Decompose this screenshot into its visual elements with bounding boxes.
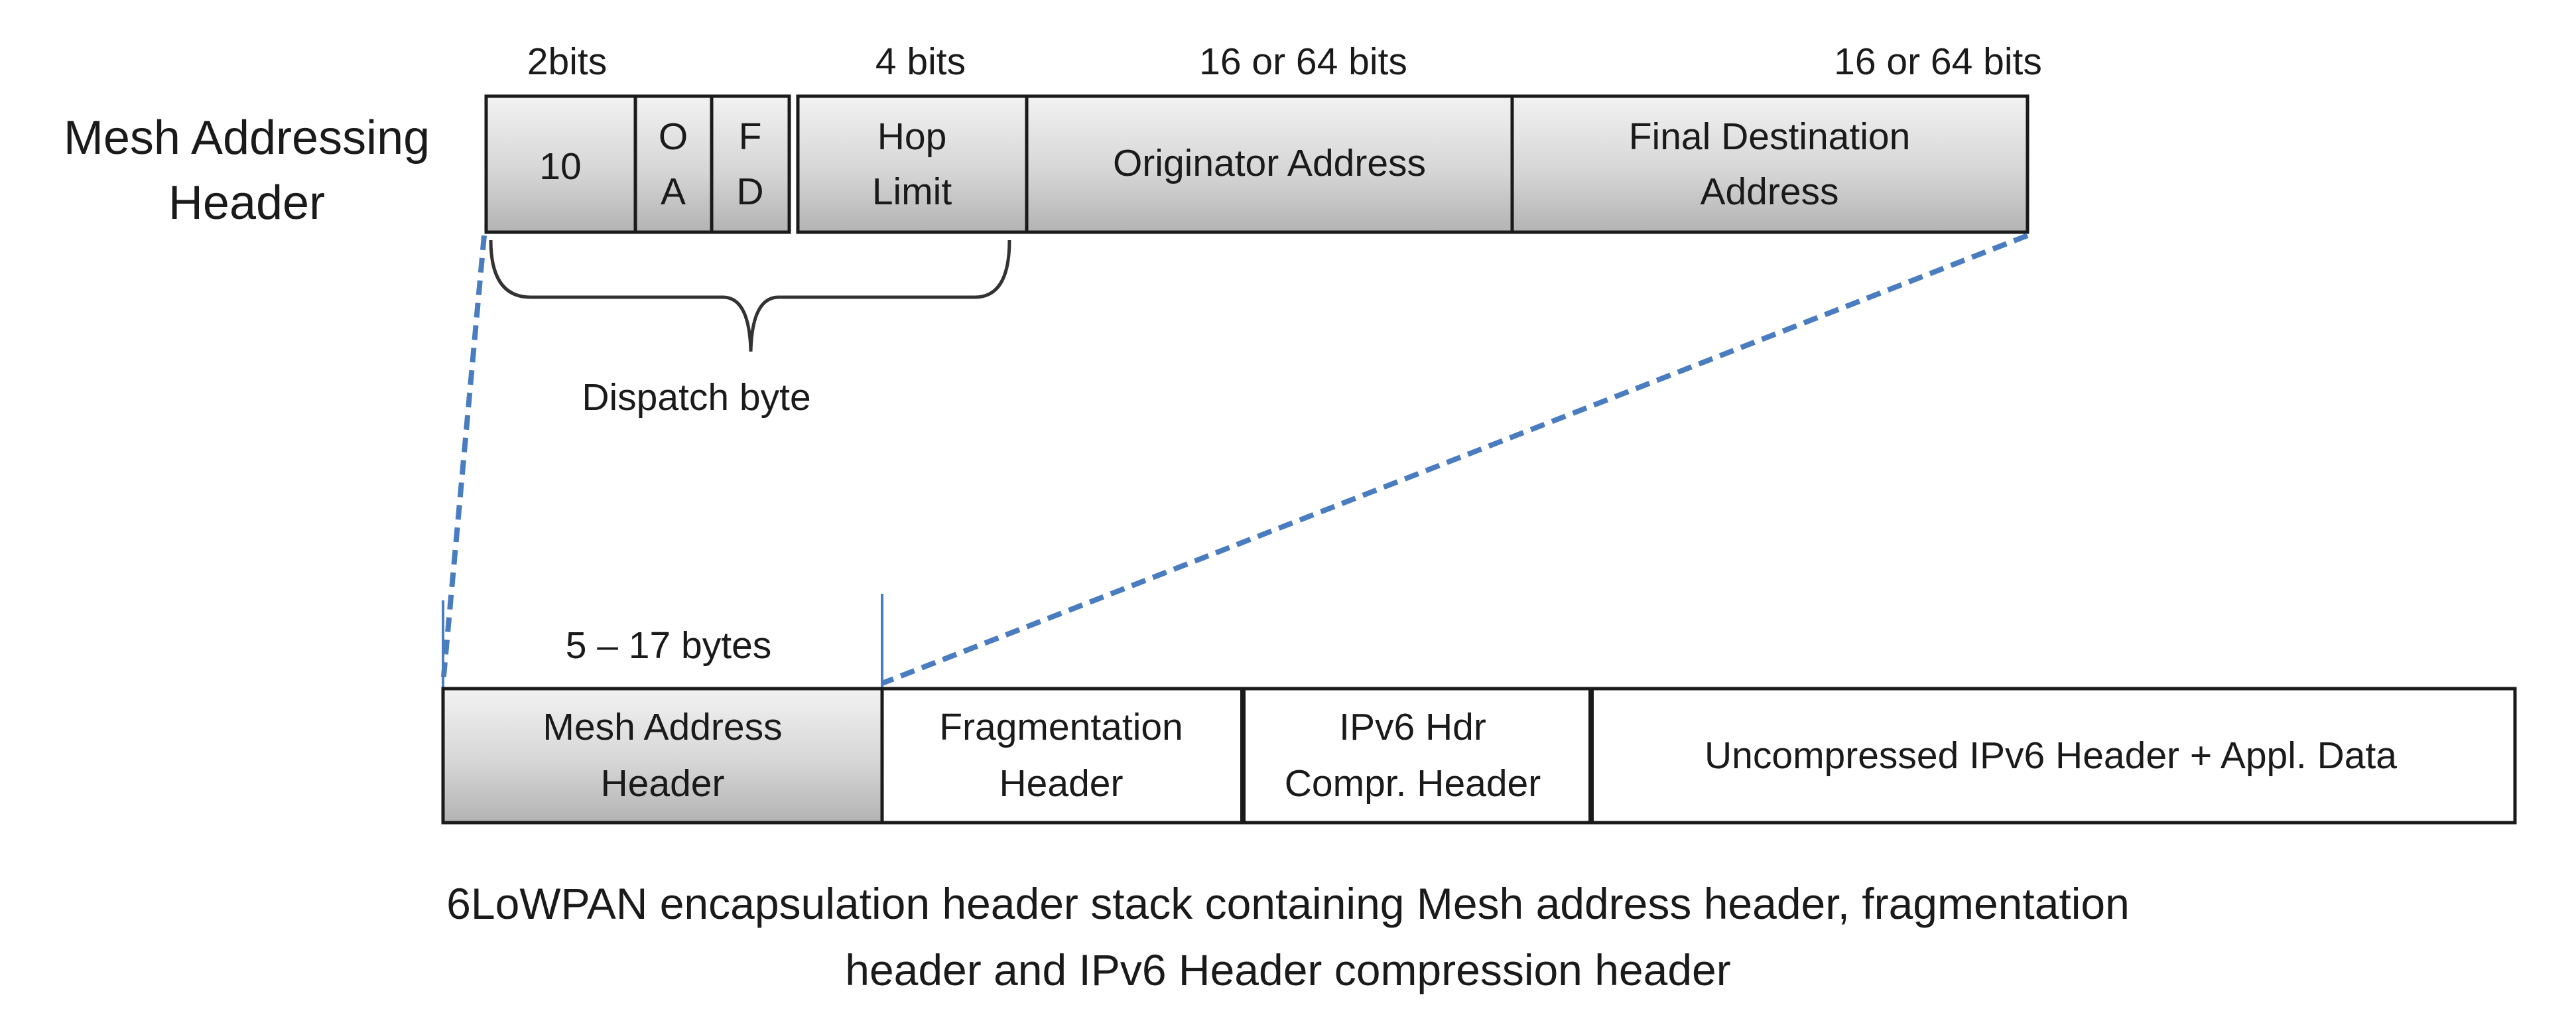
dispatch-byte-brace <box>489 239 1011 352</box>
mesh-header-title-line2: Header <box>168 176 325 230</box>
mesh-header-fields <box>484 94 2029 234</box>
stack-field-ipv6-hdr-line1: IPv6 Hdr <box>1339 706 1486 748</box>
stack-field-mesh-line2: Header <box>601 762 725 805</box>
field-final-dest <box>1510 94 2029 234</box>
stack-field-ipv6-hdr <box>1241 687 1593 825</box>
bits-label-dispatch: 2bits <box>527 40 607 83</box>
dispatch-byte-label: Dispatch byte <box>582 376 810 419</box>
stack-field-mesh-line1: Mesh Address <box>543 706 782 748</box>
field-hop-limit-line1: Hop <box>877 115 947 158</box>
stack-field-uncompressed-text: Uncompressed IPv6 Header + Appl. Data <box>1705 734 2397 777</box>
bits-label-originator: 16 or 64 bits <box>1199 40 1407 83</box>
field-dispatch-value <box>484 94 637 234</box>
stack-field-fragmentation-line2: Header <box>999 762 1124 805</box>
expansion-line-left <box>440 235 487 684</box>
field-originator <box>1025 94 1514 234</box>
field-originator-text: Originator Address <box>1113 142 1426 184</box>
field-final-dest-line2: Address <box>1700 170 1838 213</box>
field-o-flag-line2: A <box>661 170 686 213</box>
field-o-flag <box>633 94 714 234</box>
expansion-line-right <box>881 233 2029 686</box>
stack-fields <box>441 687 2517 825</box>
field-dispatch-value-text: 10 <box>539 145 581 188</box>
stack-field-fragmentation-line1: Fragmentation <box>939 706 1183 748</box>
bits-label-final-dest: 16 or 64 bits <box>1834 40 2042 83</box>
field-hop-limit-line2: Limit <box>872 170 952 213</box>
bits-label-hop-limit: 4 bits <box>875 40 966 83</box>
field-f-flag-line2: D <box>736 170 763 213</box>
stack-field-ipv6-hdr-line2: Compr. Header <box>1285 762 1541 805</box>
caption-line1: 6LoWPAN encapsulation header stack conta… <box>446 879 2130 928</box>
field-f-flag-line1: F <box>739 115 762 158</box>
field-final-dest-line1: Final Destination <box>1629 115 1911 158</box>
stack-field-uncompressed <box>1589 687 2517 825</box>
stack-field-mesh <box>441 687 884 825</box>
mesh-header-title-line1: Mesh Addressing <box>64 111 430 165</box>
field-f-flag <box>710 94 791 234</box>
caption-line2: header and IPv6 Header compression heade… <box>845 945 1731 994</box>
stack-field-fragmentation <box>880 687 1245 825</box>
stack-size-label: 5 – 17 bytes <box>566 624 772 667</box>
field-o-flag-line1: O <box>659 115 688 158</box>
